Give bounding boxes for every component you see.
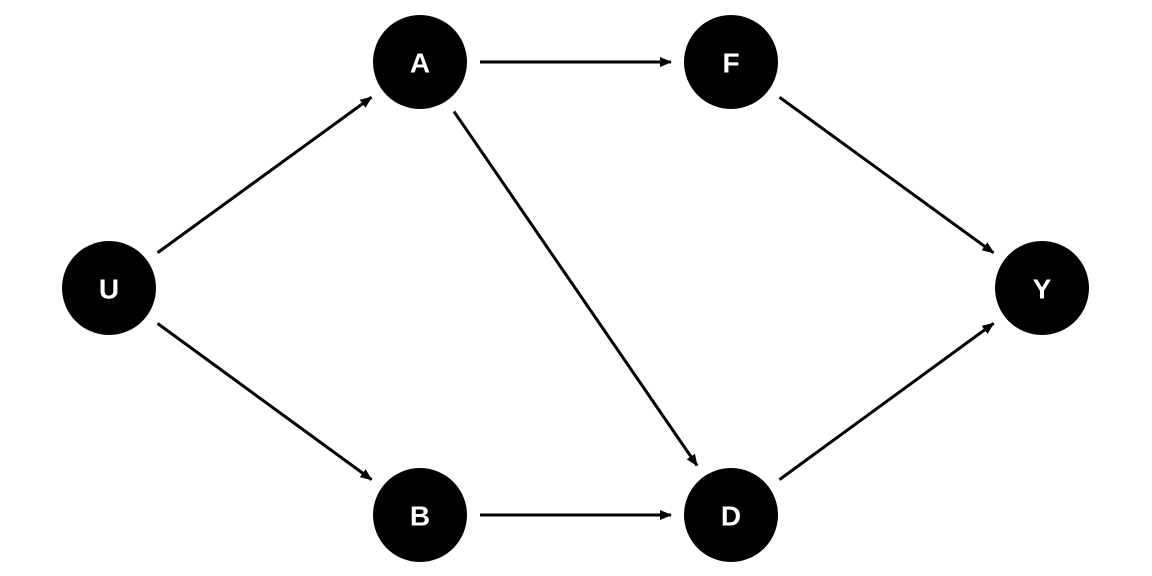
node-a-circle: [373, 15, 467, 109]
node-f: F: [684, 15, 778, 109]
node-b-circle: [373, 468, 467, 562]
node-a: A: [373, 15, 467, 109]
nodes: U A B F D Y: [62, 15, 1089, 562]
edge-u-to-a: [156, 96, 373, 254]
node-b-label: B: [410, 501, 430, 532]
node-a-label: A: [410, 48, 430, 79]
node-d-circle: [684, 468, 778, 562]
node-d-label: D: [721, 501, 741, 532]
node-u-label: U: [99, 274, 119, 305]
edge-u-to-b: [156, 322, 373, 481]
edges: [156, 57, 995, 520]
node-y-label: Y: [1033, 274, 1052, 305]
node-y-circle: [995, 241, 1089, 335]
node-u: U: [62, 241, 156, 335]
edge-a-to-d: [452, 110, 699, 467]
node-f-circle: [684, 15, 778, 109]
node-d: D: [684, 468, 778, 562]
node-b: B: [373, 468, 467, 562]
node-f-label: F: [722, 48, 739, 79]
node-u-circle: [62, 241, 156, 335]
edge-d-to-y: [778, 322, 995, 481]
edge-f-to-y: [778, 96, 995, 254]
node-y: Y: [995, 241, 1089, 335]
